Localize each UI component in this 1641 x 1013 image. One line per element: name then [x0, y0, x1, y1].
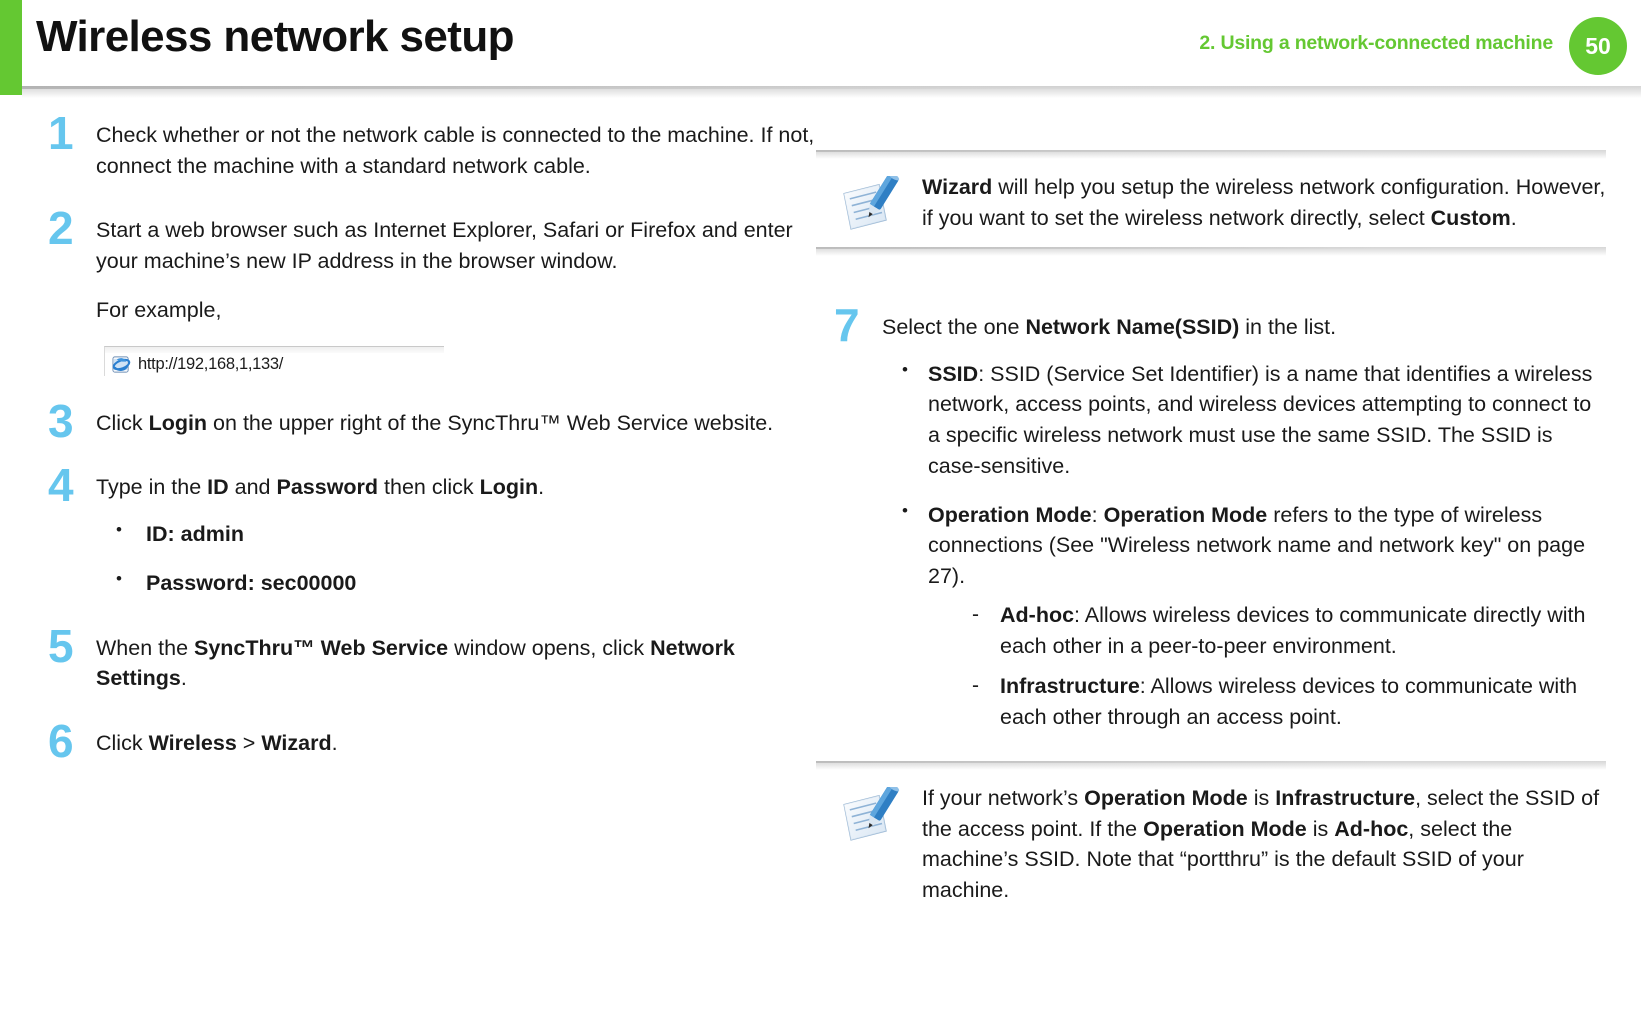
step-2: 2 Start a web browser such as Internet E… — [30, 205, 820, 376]
example-label: For example, — [96, 297, 222, 322]
list-item: Password: sec00000 — [102, 567, 820, 599]
step-text: Click Wireless > Wizard. — [96, 731, 338, 756]
step-7: 7 Select the one Network Name(SSID) in t… — [816, 302, 1606, 733]
bullet-text: SSID: SSID (Service Set Identifier) is a… — [928, 361, 1593, 478]
page-header: Wireless network setup 2. Using a networ… — [0, 0, 1641, 98]
step-text: Start a web browser such as Internet Exp… — [96, 218, 793, 274]
step-text: Select the one Network Name(SSID) in the… — [882, 315, 1337, 339]
step-number: 5 — [48, 619, 74, 672]
step-text: When the SyncThru™ Web Service window op… — [96, 635, 735, 691]
sub-list-item: Infrastructure: Allows wireless devices … — [956, 671, 1606, 732]
sub-bullet-text: Ad-hoc: Allows wireless devices to commu… — [1000, 602, 1586, 658]
sub-bullet-text: Infrastructure: Allows wireless devices … — [1000, 674, 1578, 730]
note-pencil-icon — [838, 172, 904, 236]
step-text: Check whether or not the network cable i… — [96, 123, 815, 178]
step-1: 1 Check whether or not the network cable… — [30, 110, 820, 181]
step-number: 1 — [48, 107, 74, 159]
left-column: 1 Check whether or not the network cable… — [30, 110, 820, 787]
sub-list-item: Ad-hoc: Allows wireless devices to commu… — [956, 600, 1606, 661]
right-column: Wizard will help you setup the wireless … — [816, 150, 1606, 926]
note-divider-bottom — [816, 247, 1606, 256]
internet-explorer-icon — [112, 355, 131, 374]
step-text: Type in the ID and Password then click L… — [96, 475, 545, 500]
address-bar-url: http://192,168,1,133/ — [138, 354, 284, 373]
bullet-text: Operation Mode: Operation Mode refers to… — [928, 502, 1586, 589]
note-divider-top — [816, 150, 1606, 159]
bullet-label: Password: sec00000 — [146, 570, 357, 595]
note-text: If your network’s Operation Mode is Infr… — [922, 785, 1600, 903]
bullet-label: ID: admin — [146, 522, 244, 547]
note-divider-top — [816, 760, 1606, 770]
list-item: Operation Mode: Operation Mode refers to… — [888, 499, 1606, 733]
browser-address-bar-screenshot: http://192,168,1,133/ — [104, 345, 444, 376]
step-6: 6 Click Wireless > Wizard. — [30, 718, 820, 764]
step-number: 4 — [48, 459, 74, 512]
step-4: 4 Type in the ID and Password then click… — [30, 462, 820, 599]
step-3: 3 Click Login on the upper right of the … — [30, 398, 820, 444]
green-accent-bar — [0, 0, 22, 95]
note-box-wizard: Wizard will help you setup the wireless … — [816, 150, 1606, 256]
step-number: 7 — [834, 299, 860, 351]
chapter-label: 2. Using a network-connected machine — [1199, 32, 1553, 54]
step-number: 2 — [48, 202, 74, 255]
step-5: 5 When the SyncThru™ Web Service window … — [30, 623, 820, 694]
step-7-bullets: SSID: SSID (Service Set Identifier) is a… — [882, 358, 1606, 733]
sub-list: Ad-hoc: Allows wireless devices to commu… — [956, 600, 1606, 733]
step-4-bullets: ID: admin Password: sec00000 — [96, 518, 820, 599]
note-text: Wizard will help you setup the wireless … — [922, 175, 1606, 230]
note-box-operation-mode: If your network’s Operation Mode is Infr… — [816, 760, 1606, 926]
step-text: Click Login on the upper right of the Sy… — [96, 410, 774, 435]
page-title: Wireless network setup — [36, 12, 514, 61]
step-number: 6 — [48, 715, 74, 768]
list-item: SSID: SSID (Service Set Identifier) is a… — [888, 358, 1606, 482]
note-pencil-icon — [838, 783, 904, 847]
step-number: 3 — [48, 394, 74, 447]
page-number-badge: 50 — [1569, 17, 1627, 75]
list-item: ID: admin — [102, 518, 820, 550]
header-divider — [22, 86, 1641, 98]
